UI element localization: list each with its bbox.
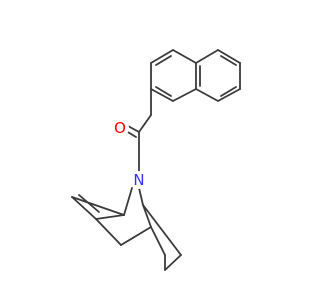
atom-nitrogen: N: [130, 171, 148, 189]
bond: [71, 196, 125, 216]
double-bond: [127, 125, 140, 133]
bond: [123, 187, 133, 216]
molecule-structure: O N: [71, 49, 241, 271]
double-bond-inner: [220, 55, 237, 66]
bond: [172, 88, 197, 102]
bond: [164, 254, 182, 271]
bonds: [71, 49, 241, 271]
bond: [195, 49, 219, 64]
double-bond-inner: [155, 86, 172, 97]
double-bond-inner: [78, 194, 100, 213]
bond: [95, 218, 122, 246]
bond: [217, 49, 241, 64]
bond: [71, 196, 97, 220]
bond: [95, 214, 125, 220]
bond: [195, 88, 219, 102]
bond: [150, 226, 166, 256]
bond: [120, 226, 152, 246]
bond: [217, 88, 241, 102]
bond: [150, 49, 174, 64]
bond: [172, 49, 197, 64]
double-bond-inner: [220, 86, 237, 97]
bond: [142, 204, 152, 228]
bond: [138, 114, 152, 133]
atom-oxygen: O: [111, 119, 129, 137]
oxygen-label: O: [114, 119, 126, 137]
nitrogen-label: N: [133, 171, 144, 189]
double-bond-inner: [155, 55, 172, 66]
bond: [142, 204, 182, 256]
bond: [150, 88, 174, 102]
bond: [138, 187, 144, 206]
